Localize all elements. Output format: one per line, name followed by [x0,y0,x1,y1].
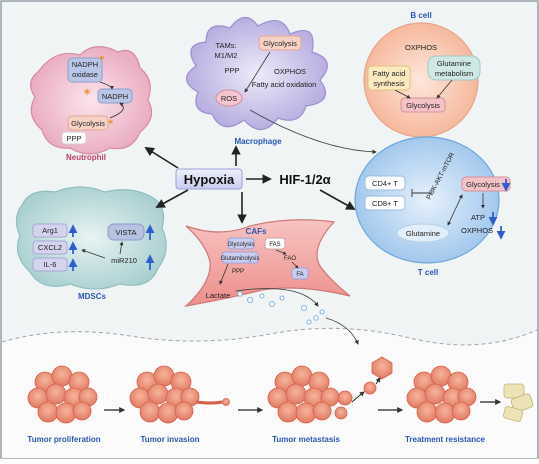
ros-label: ROS [221,94,237,103]
burst-icon: ✶ [107,117,115,127]
nadph-oxidase-box [67,57,103,83]
burst-icon: ✶ [98,53,106,63]
to-neutrophil-arrow [144,146,179,169]
tams-label-2: M1/M2 [215,51,238,60]
stage-label: Tumor metastasis [272,435,340,444]
bcell-glutamine-box [427,55,481,81]
to-tcell-arrow [319,189,356,210]
drug-pills-icon [503,383,534,422]
tumor-metastasis [267,356,393,424]
cd4-label: CD4+ T [372,179,398,188]
caf-glutaminolysis-box [221,251,259,264]
hypoxia-hub: Hypoxia HIF-1/2α [144,145,356,224]
tcell-glutamine-blob [396,223,450,243]
nadph-label: NADPH [102,92,128,101]
caf-fa-box [291,267,309,280]
mdsc-cell: Arg1 CXCL2 IL-6 VISTA miR210 MDSCs [15,186,167,301]
arg1-box [32,223,68,238]
lactate-label: Lactate [206,291,231,300]
tcell-title: T cell [418,268,438,277]
neutrophil-title: Neutrophil [66,153,106,162]
bcell-oxphos-label: OXPHOS [405,43,437,52]
cxcl2-label: CXCL2 [38,243,62,252]
neut-glycolysis-box [67,115,109,131]
il6-label: IL-6 [44,260,57,269]
caf-fas-box [264,237,286,250]
bcell-glycolysis-box [400,97,446,113]
tumor-proliferation [27,365,98,424]
bcell-title: B cell [410,11,431,20]
neutrophil-cell: NADPH oxidase NADPH Glycolysis PPP ✶ ✶ ✶… [30,46,153,162]
stage-label: Tumor invasion [141,435,200,444]
caf-cell: Glycolysis FAS Glutaminolysis FAO PPP FA… [184,219,351,307]
to-mdsc-arrow [155,189,189,208]
macrophage-title: Macrophage [234,137,282,146]
bcell-fas-label-1: Fatty acid [373,69,406,78]
cd8-label: CD8+ T [372,199,398,208]
tumor-invasion [129,365,230,424]
tams-label-1: TAMs: [215,41,236,50]
mac-glycolysis-label: Glycolysis [263,39,297,48]
caf-glutaminolysis-label: Glutaminolysis [220,256,259,262]
mac-glycolysis-box [258,35,302,51]
burst-icon: ✶ [82,85,92,99]
ros-blob [215,89,243,107]
neut-ppp-box [61,131,87,145]
caf-fas-label: FAS [269,242,280,248]
hypoxia-label: Hypoxia [184,172,235,187]
caf-fa-label: FA [296,272,303,278]
tcell-glycolysis-label: Glycolysis [466,180,500,189]
mac-ppp-label: PPP [224,66,239,75]
caf-fao-label: FAO [284,256,296,262]
cxcl2-box [32,240,68,255]
cd4-box [364,175,406,191]
caf-title: CAFs [246,227,267,236]
bcell-fas-box [367,65,411,91]
tcell-glutamine-label: Glutamine [406,229,440,238]
nadph-oxidase-label-2: oxidase [72,70,98,79]
mac-fao-label: Fatty acid oxidation [252,80,317,89]
atp-label: ATP [471,213,485,222]
bcell-fas-label-2: synthesis [373,79,405,88]
lactate-dots [237,291,325,325]
neut-ppp-label: PPP [66,134,81,143]
neut-glycolysis-label: Glycolysis [71,119,105,128]
vista-box [107,223,145,241]
caf-glycolysis-label: Glycolysis [227,242,254,248]
il6-box [32,257,68,272]
panel-divider [1,327,538,346]
hif-label: HIF-1/2α [279,172,330,187]
bcell-glycolysis-label: Glycolysis [406,101,440,110]
nadph-box [97,88,133,104]
mac-oxphos-label: OXPHOS [274,67,306,76]
mir210-label: miR210 [111,256,137,265]
stage-label: Treatment resistance [405,435,486,444]
bcell-glutamine-label-1: Glutamine [437,59,471,68]
tcell-oxphos-label: OXPHOS [461,226,493,235]
bcell-glutamine-label-2: metabolism [435,69,473,78]
treatment-resistance [406,365,477,424]
nadph-oxidase-label-1: NADPH [72,60,98,69]
caf-ppp-label: PPP [232,269,244,275]
hypoxia-box [175,168,243,190]
macrophage-to-tcell-arrow [249,109,377,155]
arg1-label: Arg1 [42,226,58,235]
macrophage-cell: TAMs: M1/M2 Glycolysis PPP OXPHOS Fatty … [185,16,328,146]
bcell: B cell OXPHOS Fatty acid synthesis Gluta… [363,11,481,138]
tcell: CD4+ T CD8+ T PI3K-AKT-mTOR Glycolysis A… [354,136,511,277]
mdsc-title: MDSCs [78,292,107,301]
cd8-box [364,195,406,211]
caf-glycolysis-box [227,237,255,250]
stage-label: Tumor proliferation [27,435,100,444]
vista-label: VISTA [115,228,136,237]
